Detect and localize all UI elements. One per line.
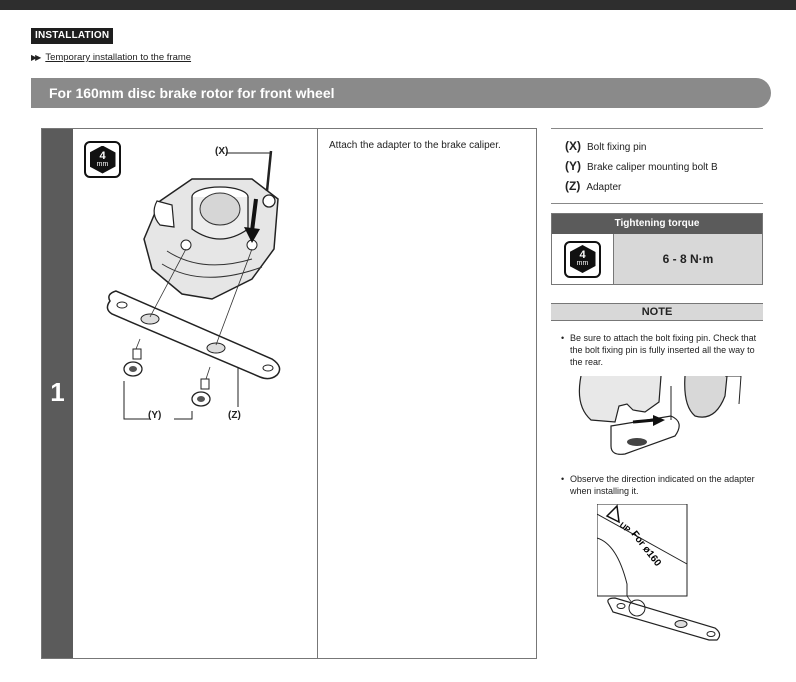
bullet: • bbox=[561, 474, 565, 484]
breadcrumb[interactable]: ▶▶ Temporary installation to the frame bbox=[31, 52, 191, 64]
legend-label: Brake caliper mounting bolt B bbox=[587, 162, 718, 173]
legend-key: (Z) bbox=[565, 179, 581, 193]
legend-label: Bolt fixing pin bbox=[587, 142, 647, 153]
step-panel: 1 4 mm bbox=[41, 128, 537, 659]
breadcrumb-link[interactable]: Temporary installation to the frame bbox=[45, 52, 192, 63]
section-tag: INSTALLATION bbox=[31, 28, 114, 44]
callout-z: (Z) bbox=[228, 410, 241, 421]
parts-legend: (X) Bolt fixing pin (Y) Brake caliper mo… bbox=[551, 128, 763, 204]
right-column: (X) Bolt fixing pin (Y) Brake caliper mo… bbox=[551, 128, 763, 641]
legend-item: (X) Bolt fixing pin bbox=[565, 137, 763, 157]
callout-y: (Y) bbox=[148, 410, 162, 421]
legend-label: Adapter bbox=[586, 182, 622, 193]
legend-item: (Z) Adapter bbox=[565, 177, 763, 197]
caliper-adapter-illustration bbox=[106, 150, 281, 420]
tool-size: 4 bbox=[579, 249, 586, 261]
legend-item: (Y) Brake caliper mounting bolt B bbox=[565, 157, 763, 177]
tool-unit: mm bbox=[96, 160, 109, 168]
bolt-pin-detail-illustration bbox=[578, 376, 742, 455]
tool-size: 4 bbox=[99, 149, 106, 162]
step-instruction: Attach the adapter to the brake caliper. bbox=[329, 140, 501, 151]
note-item: • Observe the direction indicated on the… bbox=[561, 473, 761, 497]
double-arrow-icon: ▶▶ bbox=[31, 53, 41, 62]
note-text: Be sure to attach the bolt fixing pin. C… bbox=[570, 333, 757, 367]
torque-value: 6 - 8 N·m bbox=[614, 234, 762, 284]
note-text: Observe the direction indicated on the a… bbox=[570, 474, 755, 496]
tool-unit: mm bbox=[576, 260, 589, 267]
hex-key-tool-icon: 4 mm bbox=[564, 240, 601, 278]
note-item: • Be sure to attach the bolt fixing pin.… bbox=[561, 332, 761, 368]
top-bar bbox=[0, 0, 796, 10]
torque-title: Tightening torque bbox=[552, 214, 762, 234]
note-title: NOTE bbox=[551, 303, 763, 321]
hex-key-tool-icon: 4 mm bbox=[84, 141, 121, 178]
step-number-column: 1 bbox=[42, 129, 73, 658]
legend-key: (X) bbox=[565, 139, 581, 153]
adapter-direction-illustration: UP For ø160 bbox=[597, 504, 721, 641]
callout-x: (X) bbox=[215, 146, 229, 157]
section-heading: For 160mm disc brake rotor for front whe… bbox=[31, 78, 771, 108]
hex-icon: 4 mm bbox=[569, 245, 596, 273]
hex-icon: 4 mm bbox=[89, 145, 116, 174]
bullet: • bbox=[561, 333, 565, 343]
torque-table: Tightening torque 4 mm 6 - 8 N·m bbox=[551, 213, 763, 285]
step-number: 1 bbox=[50, 377, 65, 407]
legend-key: (Y) bbox=[565, 159, 581, 173]
step-divider bbox=[317, 129, 318, 658]
